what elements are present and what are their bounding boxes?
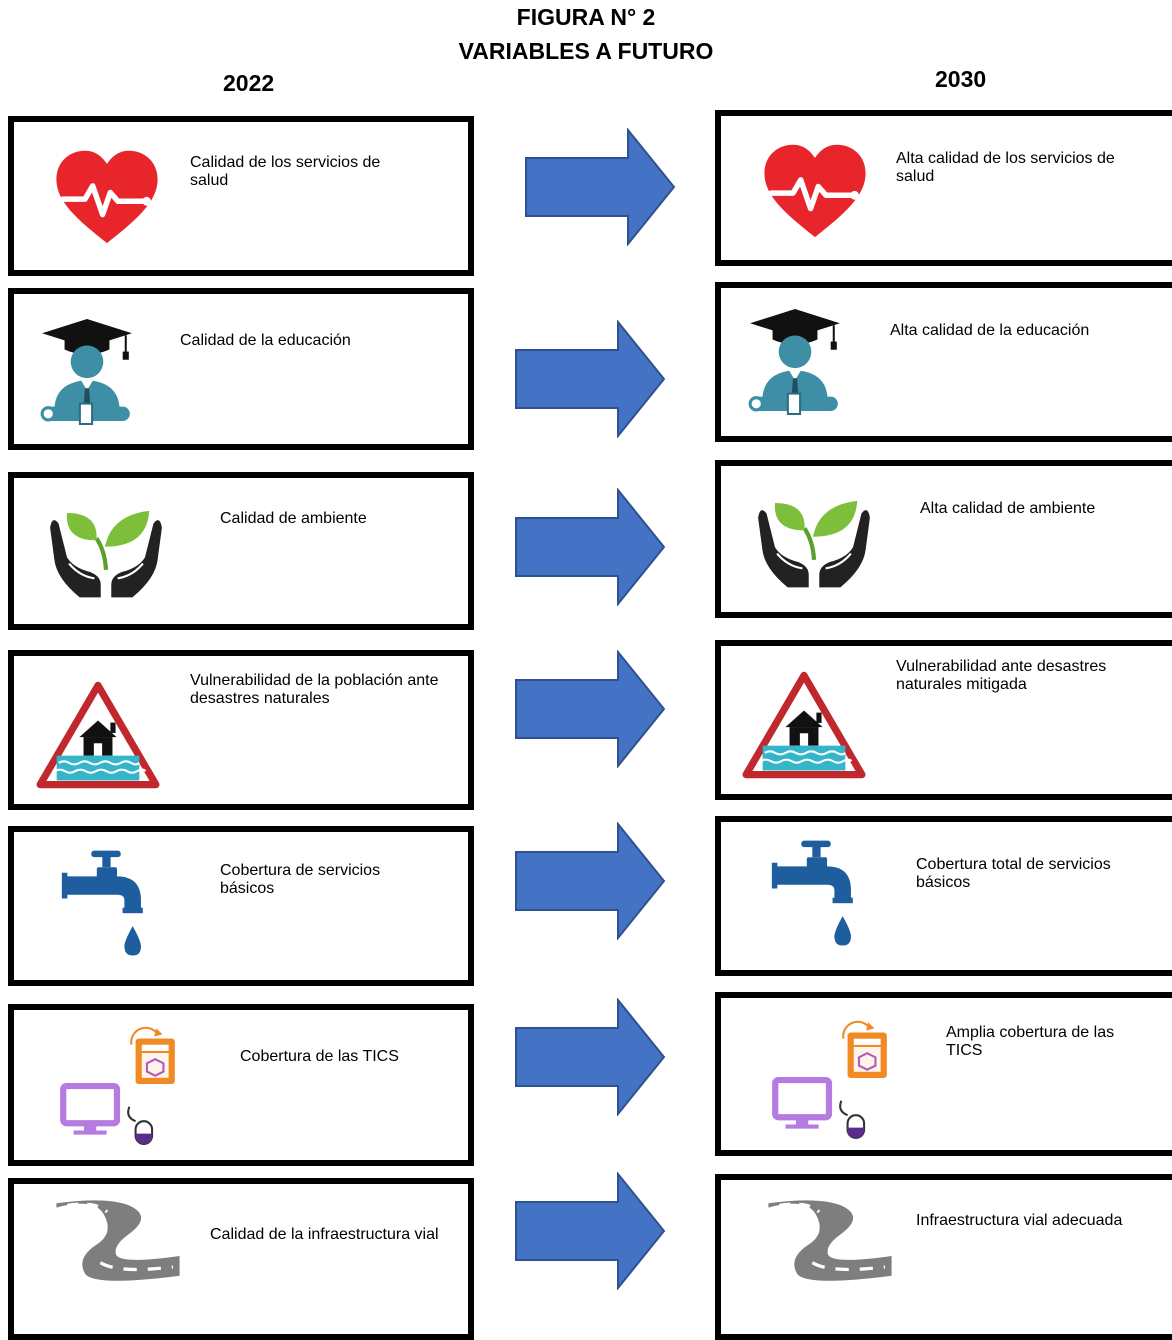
- road-icon: [766, 1200, 894, 1283]
- current-variable-label: Cobertura de las TICS: [240, 1048, 399, 1065]
- future-variable-box: [715, 992, 1172, 1156]
- year-left-label: 2022: [223, 70, 275, 96]
- future-variable-label: Vulnerabilidad ante desastres naturales …: [896, 658, 1107, 693]
- future-variable-label: Alta calidad de ambiente: [920, 500, 1096, 517]
- tics-icon: [764, 1016, 896, 1140]
- heart-pulse-icon: [760, 142, 870, 242]
- plant-hands-icon: [48, 500, 164, 604]
- current-variable-label: Vulnerabilidad de la población ante desa…: [190, 672, 439, 707]
- tics-icon: [52, 1022, 184, 1146]
- figure-title-line2: VARIABLES A FUTURO: [458, 38, 714, 64]
- right-arrow-icon: [515, 488, 666, 606]
- future-variable-box: [715, 460, 1172, 618]
- current-variable-box: [8, 472, 474, 630]
- flood-warning-icon: [36, 680, 160, 790]
- future-variable-label: Infraestructura vial adecuada: [916, 1212, 1123, 1229]
- year-right-label: 2030: [935, 66, 987, 92]
- future-variable-label: Alta calidad de los servicios de salud: [896, 150, 1115, 185]
- right-arrow-icon: [515, 998, 666, 1116]
- figure-title-line1: FIGURA N° 2: [516, 4, 656, 30]
- road-icon: [54, 1200, 182, 1283]
- current-variable-label: Calidad de los servicios de salud: [190, 154, 381, 189]
- right-arrow-icon: [515, 822, 666, 940]
- water-tap-icon: [771, 840, 853, 946]
- plant-hands-icon: [756, 490, 872, 594]
- future-variable-label: Cobertura total de servicios básicos: [916, 856, 1111, 891]
- current-variable-label: Cobertura de servicios básicos: [220, 862, 381, 897]
- current-variable-box: [8, 826, 474, 986]
- future-variable-box: [715, 816, 1172, 976]
- graduate-icon: [40, 317, 134, 427]
- current-variable-label: Calidad de la infraestructura vial: [210, 1226, 439, 1243]
- current-variable-label: Calidad de ambiente: [220, 510, 367, 527]
- water-tap-icon: [61, 850, 143, 956]
- future-variable-label: Amplia cobertura de las TICS: [946, 1024, 1115, 1059]
- right-arrow-icon: [525, 128, 676, 246]
- current-variable-label: Calidad de la educación: [180, 332, 351, 349]
- heart-pulse-icon: [52, 148, 162, 248]
- right-arrow-icon: [515, 1172, 666, 1290]
- graduate-icon: [748, 307, 842, 417]
- flood-warning-icon: [742, 670, 866, 780]
- right-arrow-icon: [515, 650, 666, 768]
- future-variable-label: Alta calidad de la educación: [890, 322, 1090, 339]
- right-arrow-icon: [515, 320, 666, 438]
